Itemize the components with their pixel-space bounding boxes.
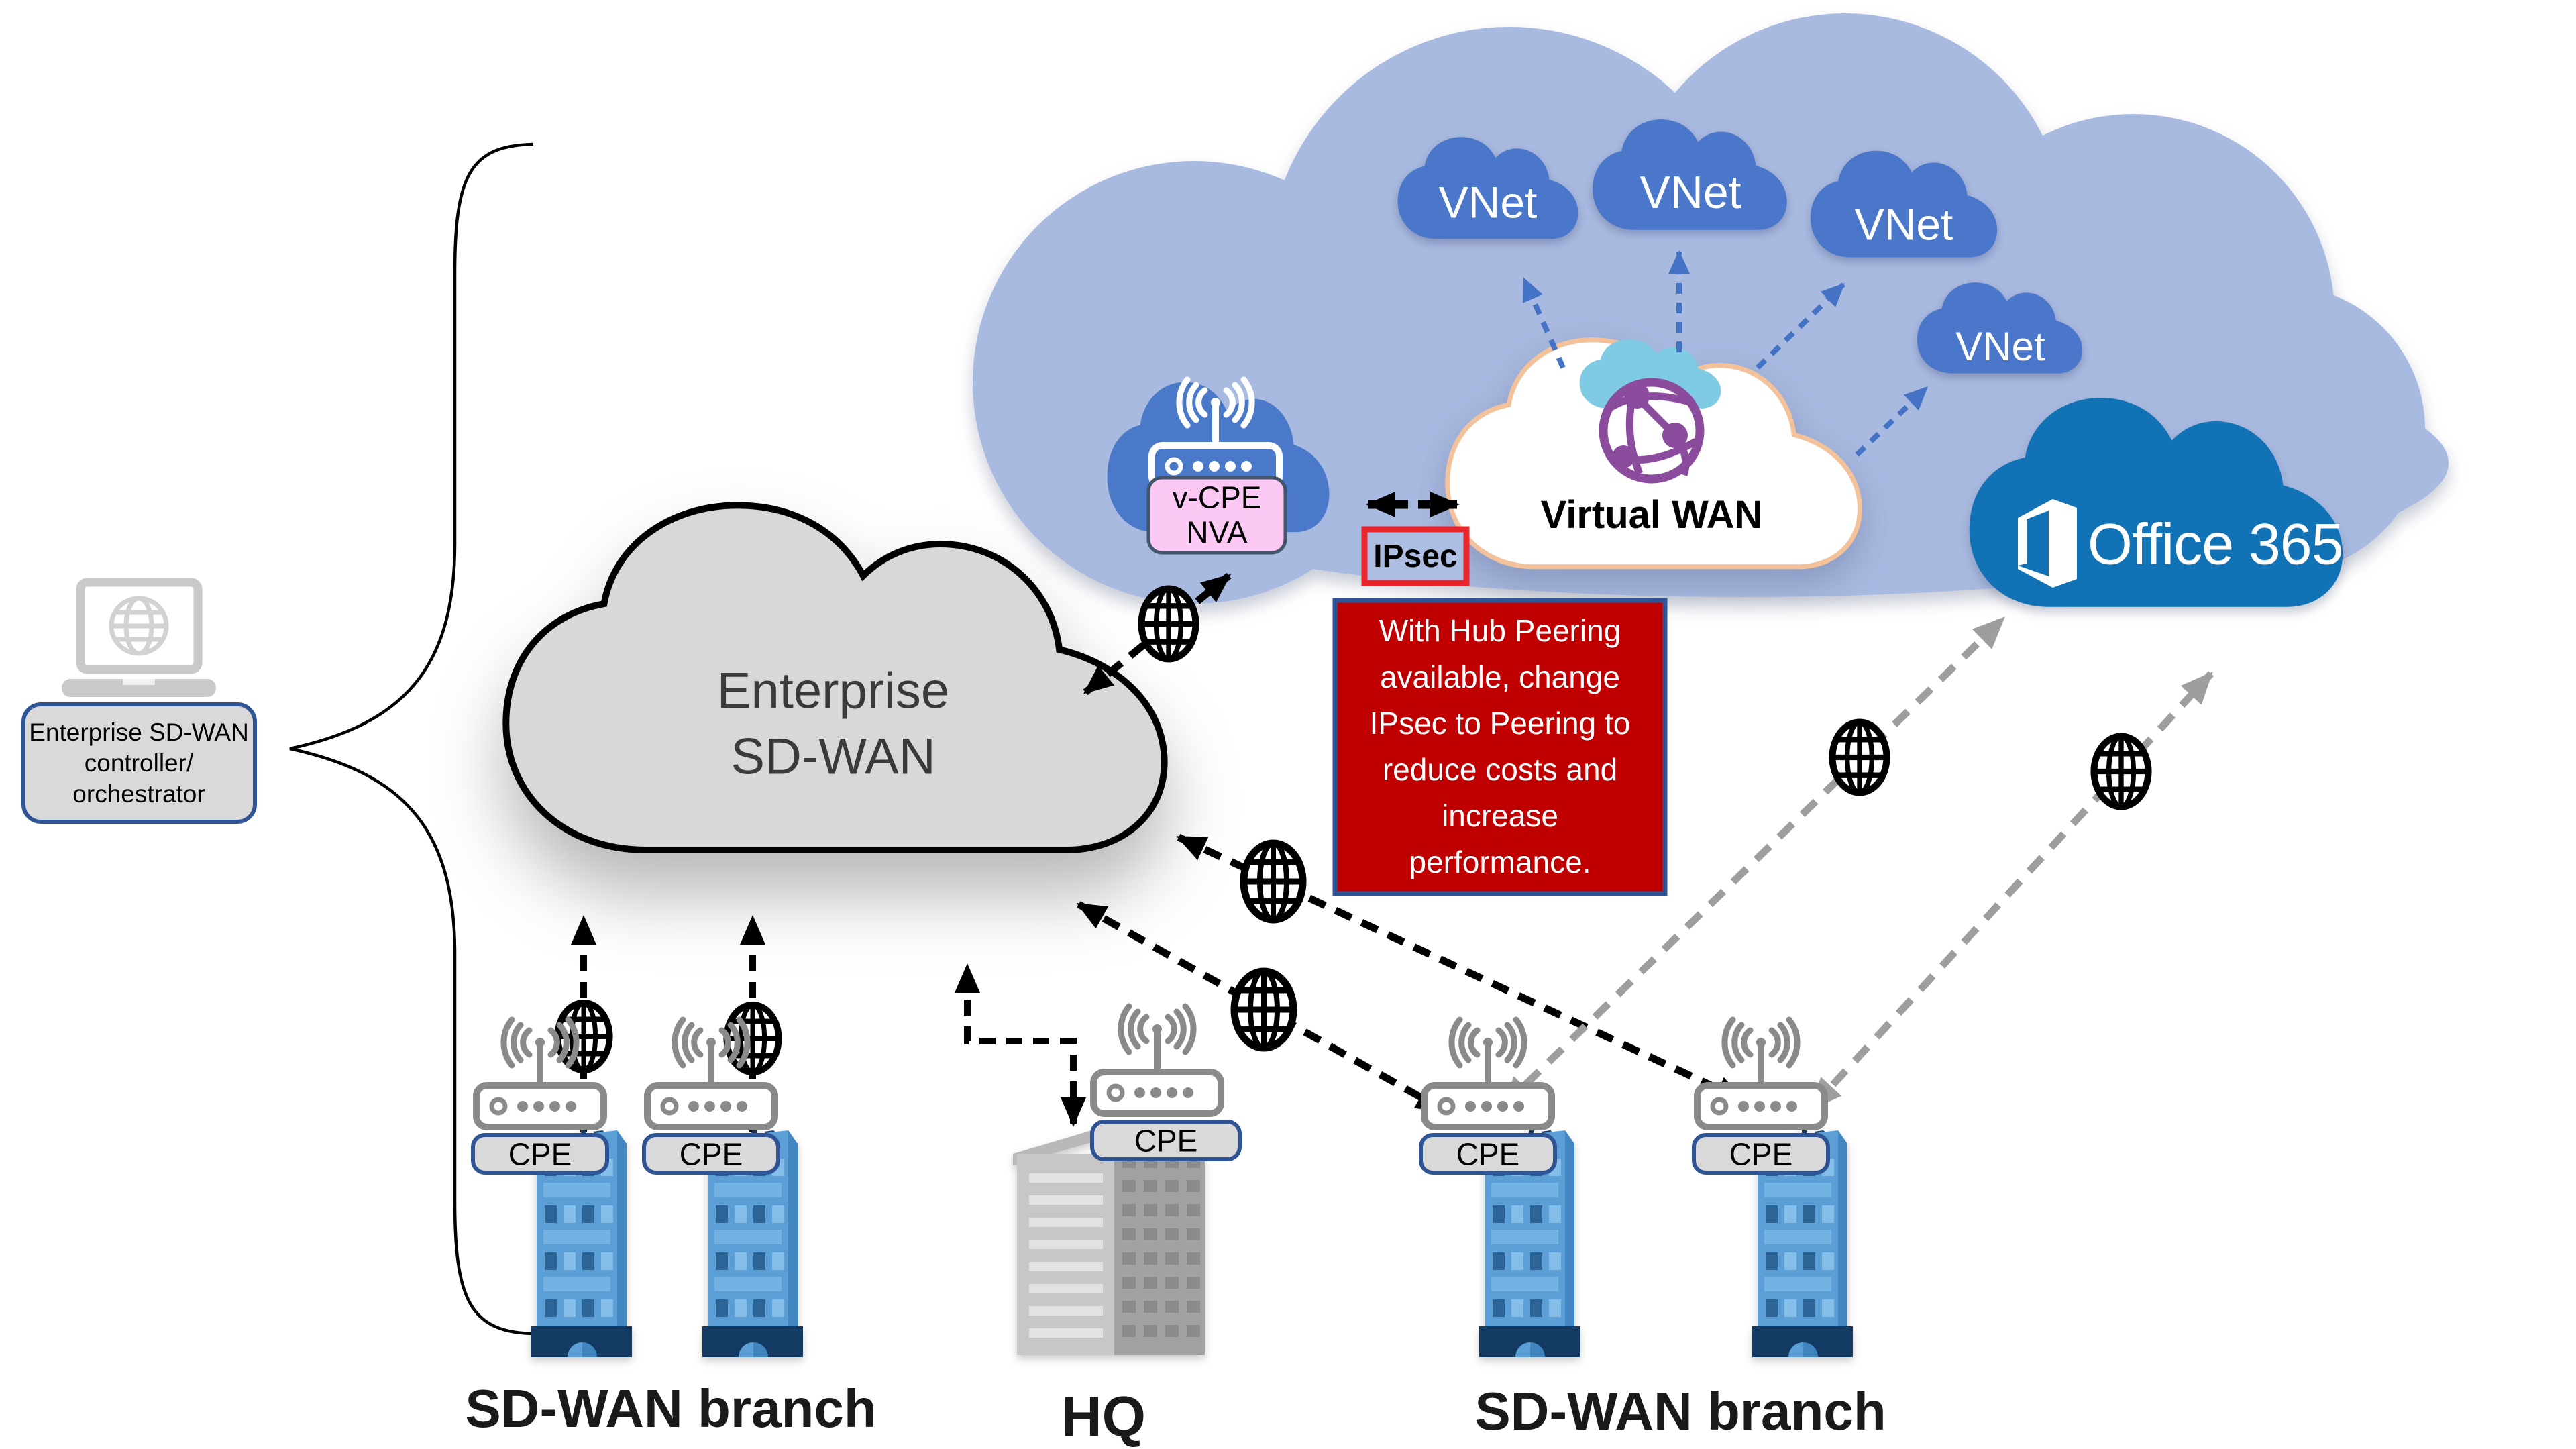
branch-building-4 xyxy=(1752,1091,1853,1357)
cpe-label-2: CPE xyxy=(679,1136,743,1172)
site-label-hq: HQ xyxy=(1061,1385,1146,1448)
cpe-label-box-hq xyxy=(1090,1120,1242,1161)
controller-label-line2: controller/ xyxy=(84,749,194,777)
branch-building-3 xyxy=(1479,1091,1580,1357)
globe-icon xyxy=(1234,971,1293,1048)
enterprise-cloud-label-line1: Enterprise xyxy=(716,662,950,720)
dashed-arrow-vwan-vnet1 xyxy=(1521,277,1566,369)
peering-note-text: With Hub Peering available, change IPsec… xyxy=(1369,613,1631,879)
controller-laptop-icon xyxy=(62,578,216,697)
ipsec-box xyxy=(1361,526,1470,586)
cpe-label-box-4 xyxy=(1692,1133,1830,1175)
enterprise-cloud-label-line2: SD-WAN xyxy=(731,728,936,786)
branch-building-1 xyxy=(531,1091,632,1357)
site-label-branch-left: SD-WAN branch xyxy=(465,1379,877,1438)
dashed-arrow-branch4-office365 xyxy=(1808,671,2214,1111)
cpe-label-1: CPE xyxy=(508,1136,572,1172)
vnet-label-1: VNet xyxy=(1438,177,1538,227)
vnet-label-4: VNet xyxy=(1955,324,2045,369)
dashed-arrow-vwan-vnet3 xyxy=(1756,282,1845,370)
globe-icon xyxy=(1833,722,1887,793)
vnet-label-2: VNet xyxy=(1640,167,1741,219)
vnet-label-3: VNet xyxy=(1854,199,1953,250)
controller-box xyxy=(21,702,257,824)
cpe-label-box-3 xyxy=(1419,1133,1557,1175)
cpe-label-box-1 xyxy=(471,1133,609,1175)
vcpe-label-line1: v-CPE xyxy=(1172,480,1262,515)
cpe-label-box-2 xyxy=(642,1133,780,1175)
vcpe-label-line2: NVA xyxy=(1186,515,1248,550)
cpe-label-4: CPE xyxy=(1729,1136,1793,1172)
cpe-label-3: CPE xyxy=(1456,1136,1520,1172)
virtual-wan-network-globe-icon xyxy=(1599,378,1705,484)
globe-icon xyxy=(2094,737,2149,807)
cpe-router-icon xyxy=(1697,1020,1825,1127)
virtual-wan-label: Virtual WAN xyxy=(1540,493,1763,537)
dashed-arrow-hq-cloud xyxy=(955,963,1086,1127)
hq-building xyxy=(1013,1124,1205,1355)
office365-label: Office 365 xyxy=(2088,512,2343,577)
controller-label-line3: orchestrator xyxy=(72,780,205,808)
globe-icon xyxy=(1142,589,1196,659)
globe-icon xyxy=(1244,843,1303,920)
cpe-label-hq: CPE xyxy=(1134,1123,1198,1159)
branch-building-2 xyxy=(702,1091,803,1357)
site-label-branch-right: SD-WAN branch xyxy=(1474,1381,1886,1441)
office365-logo-icon xyxy=(2018,499,2077,588)
vcpe-box xyxy=(1146,476,1287,555)
peering-note-box xyxy=(1332,598,1668,896)
dashed-arrow-vwan-vnet4 xyxy=(1855,386,1929,457)
cpe-router-icon xyxy=(1093,1006,1221,1114)
controller-label-line1: Enterprise SD-WAN xyxy=(29,718,249,746)
controller-brace xyxy=(289,142,534,1336)
ipsec-label: IPsec xyxy=(1373,539,1458,575)
